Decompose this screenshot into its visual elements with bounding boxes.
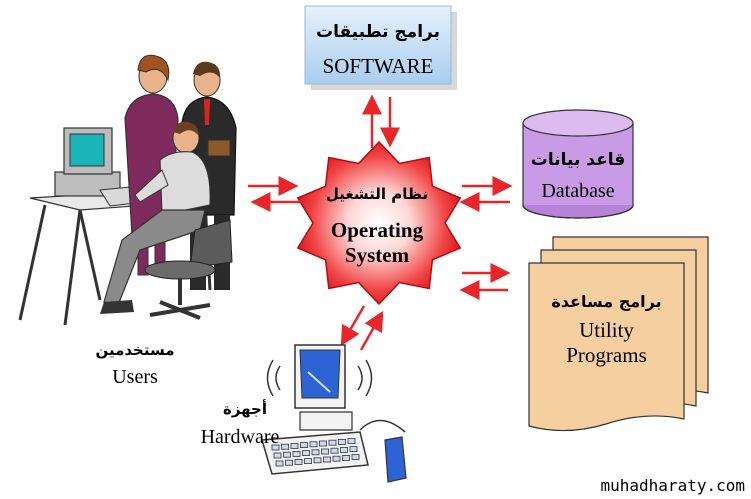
keyboard-key xyxy=(292,450,301,457)
hardware-label-ar: أجهزة xyxy=(222,400,268,418)
keyboard-key xyxy=(273,452,282,459)
keyboard-key xyxy=(349,446,358,453)
keyboard-key xyxy=(275,460,284,467)
keyboard-key xyxy=(281,443,289,450)
keyboard-key xyxy=(340,446,348,453)
keyboard-key xyxy=(311,449,320,456)
arrow-hardware-to-os xyxy=(359,310,384,351)
keyboard-key xyxy=(271,444,280,451)
keyboard-key xyxy=(285,459,293,466)
keyboard-key xyxy=(347,438,356,445)
keyboard-key xyxy=(319,440,327,447)
os-label-line1: Operating xyxy=(330,218,424,242)
keyboard-key xyxy=(283,451,291,458)
keyboard-key xyxy=(323,456,331,463)
users-label-en: Users xyxy=(112,366,158,388)
keyboard-key xyxy=(321,448,329,455)
users-label-ar: مستخدمين xyxy=(95,341,175,359)
keyboard-key xyxy=(302,450,310,457)
utility-label-line1: Utility xyxy=(579,318,634,342)
software-label-en: SOFTWARE xyxy=(322,54,434,78)
os-label-line2: System xyxy=(344,243,410,267)
keyboard-key xyxy=(304,458,312,465)
keyboard-key xyxy=(332,455,341,462)
users-illustration xyxy=(18,54,237,326)
watermark: muhadharaty.com xyxy=(600,476,746,495)
keyboard-key xyxy=(328,439,337,446)
keyboard-key xyxy=(351,454,360,461)
operating-system-star xyxy=(296,140,462,306)
keyboard-key xyxy=(309,441,318,448)
database-label-ar: قاعد بيانات xyxy=(530,150,626,170)
utility-label-line2: Programs xyxy=(566,343,647,367)
keyboard-key xyxy=(313,457,322,464)
hardware-label-en: Hardware xyxy=(200,426,280,448)
software-box xyxy=(304,5,457,90)
database-cylinder xyxy=(522,109,634,219)
keyboard-key xyxy=(290,442,299,449)
utility-documents xyxy=(528,236,709,432)
arrows xyxy=(248,94,513,351)
hardware-illustration xyxy=(261,344,407,483)
keyboard-key xyxy=(338,438,346,445)
software-label-ar: برامج تطبيقات xyxy=(315,22,440,42)
arrow-os-to-hardware xyxy=(340,305,366,347)
keyboard-key xyxy=(300,442,308,449)
database-label-en: Database xyxy=(541,180,615,202)
keyboard-key xyxy=(294,458,303,465)
keyboard-key xyxy=(342,454,350,461)
os-label-ar: نظام التشغيل xyxy=(325,185,429,203)
keyboard-key xyxy=(330,447,339,454)
utility-label-ar: برامج مساعدة xyxy=(551,292,662,311)
